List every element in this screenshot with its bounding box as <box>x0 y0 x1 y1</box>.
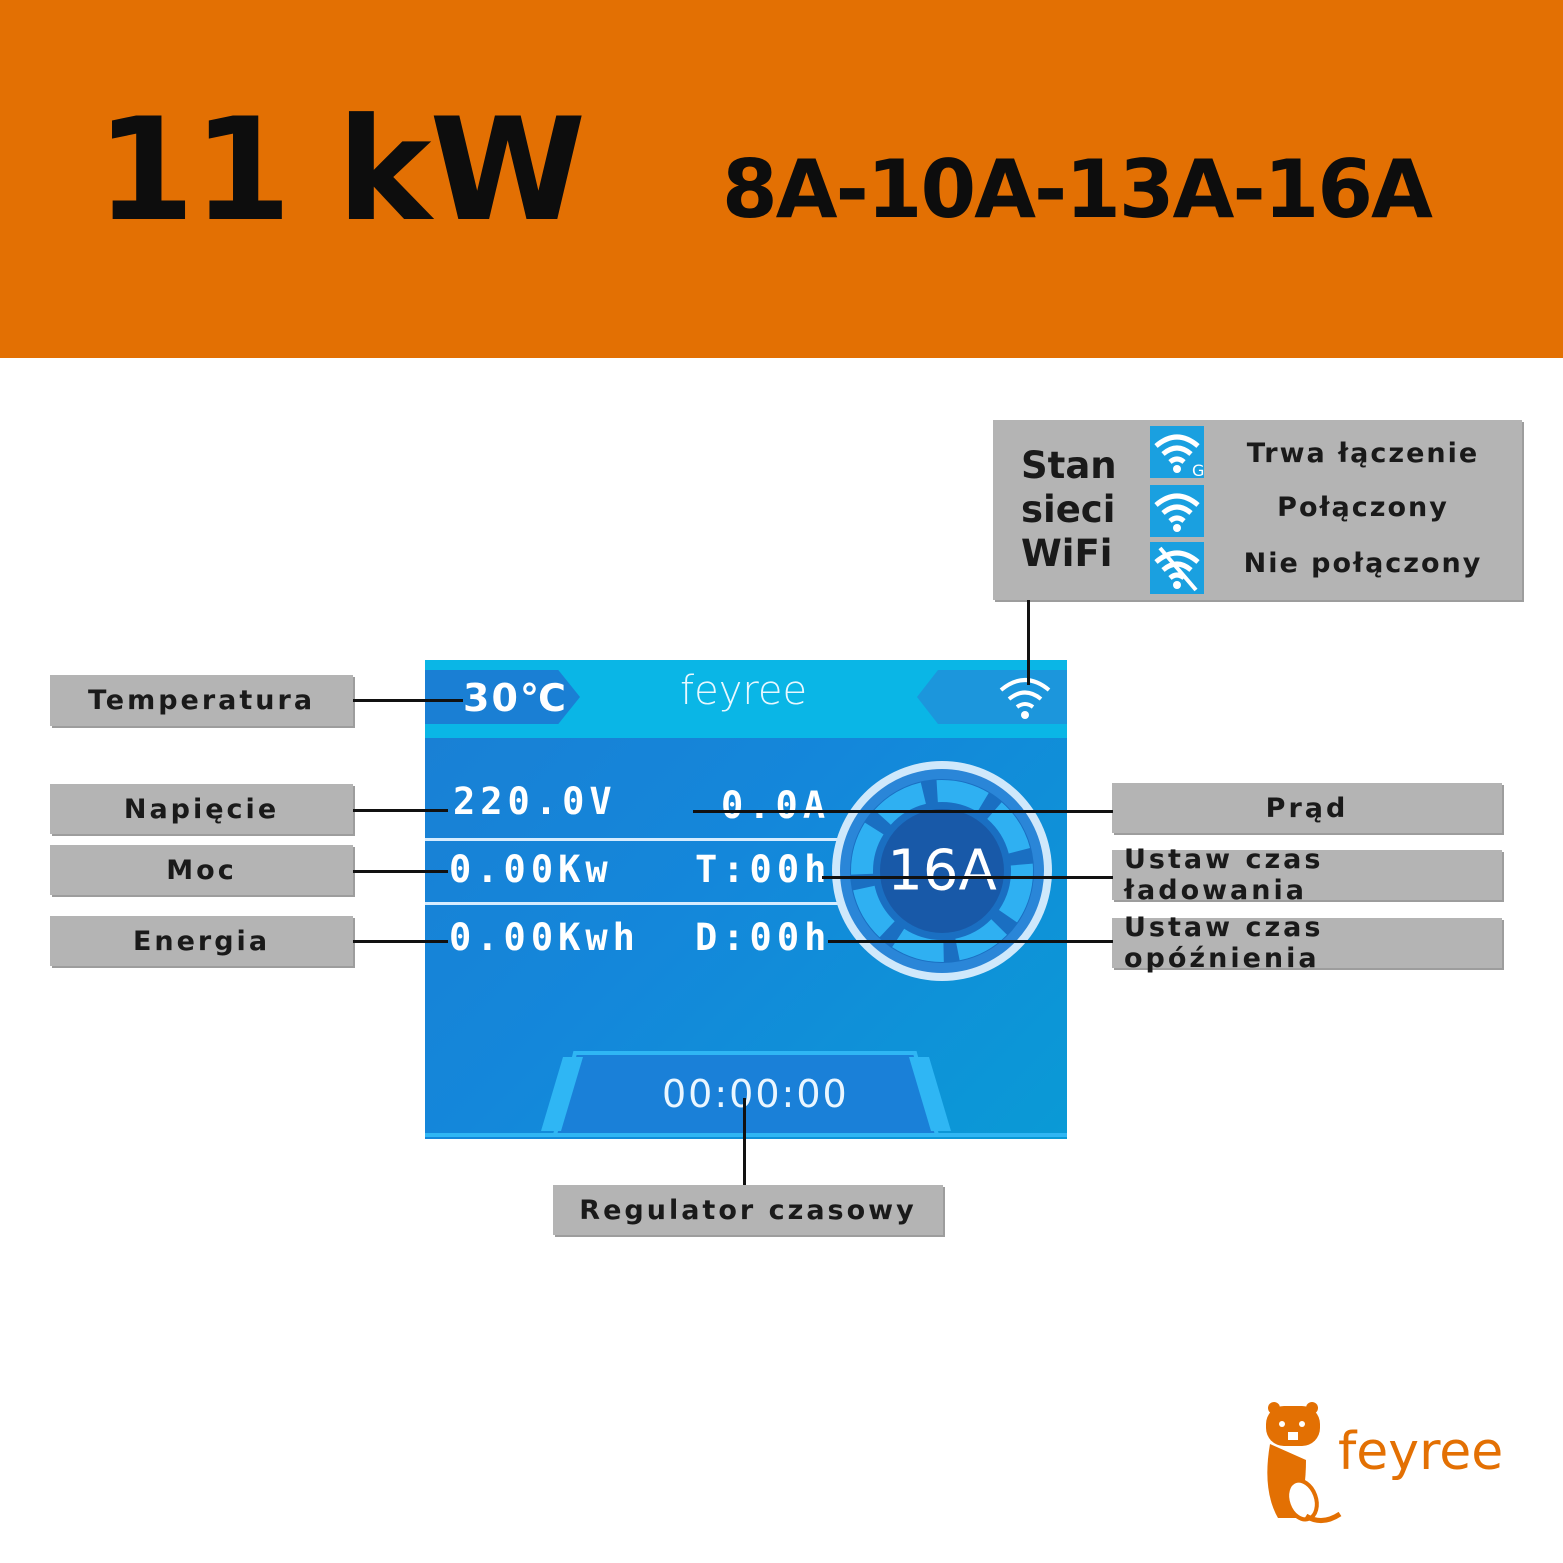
voltage-value: 220.0V <box>453 780 617 823</box>
leader-line <box>822 876 1113 879</box>
svg-text:G: G <box>1192 461 1204 478</box>
leader-line <box>693 810 1113 813</box>
wifi-state-label: Trwa łączenie <box>1246 438 1480 469</box>
beaver-plug-icon <box>1266 1402 1342 1523</box>
wifi-title-line-3: WiFi <box>1021 532 1113 575</box>
brand-logo: feyree <box>1262 1400 1522 1540</box>
leader-line <box>353 940 448 943</box>
temperature-value: 30℃ <box>463 676 568 720</box>
power-rating: 11 kW <box>96 88 586 253</box>
wifi-state-label: Połączony <box>1277 492 1449 523</box>
energy-label: Energia <box>50 916 353 966</box>
charger-display: 30℃ feyree 220.0V 0.0A 0.00Kw T:00h 0.00… <box>425 660 1067 1139</box>
wifi-state-label: Nie połączony <box>1243 548 1483 579</box>
row-separator <box>425 902 845 905</box>
leader-line <box>828 940 1113 943</box>
temperature-label: Temperatura <box>50 675 353 726</box>
row-separator <box>425 838 845 841</box>
timer-label: Regulator czasowy <box>553 1185 943 1235</box>
wifi-title-line-1: Stan <box>1021 444 1117 487</box>
power-label: Moc <box>50 845 353 895</box>
wifi-panel-title: Stan sieci WiFi <box>1021 444 1117 576</box>
wifi-connected-icon <box>1150 485 1204 537</box>
power-value: 0.00Kw <box>449 848 613 891</box>
wifi-icon <box>997 674 1053 724</box>
delay-time-label: Ustaw czas opóźnienia <box>1112 912 1502 974</box>
wifi-title-line-2: sieci <box>1021 488 1116 531</box>
charge-time-value: T:00h <box>695 848 832 891</box>
wifi-status-panel: Stan sieci WiFi G Trwa łączenie Połączon… <box>993 420 1522 600</box>
wifi-tag <box>917 670 1067 724</box>
current-options: 8A-10A-13A-16A <box>722 143 1433 236</box>
leader-line <box>353 870 448 873</box>
header-banner <box>0 0 1563 358</box>
delay-time-value: D:00h <box>695 916 832 959</box>
temperature-tag <box>425 670 580 724</box>
voltage-label: Napięcie <box>50 784 353 834</box>
wifi-connecting-icon: G <box>1150 426 1204 480</box>
current-gauge: 16A <box>827 756 1057 986</box>
display-brand: feyree <box>680 668 808 714</box>
gauge-value: 16A <box>887 838 997 904</box>
leader-line <box>353 809 448 812</box>
timer-value: 00:00:00 <box>662 1072 849 1116</box>
current-label: Prąd <box>1112 783 1502 833</box>
wifi-disconnected-icon <box>1150 542 1204 594</box>
leader-line <box>1027 600 1030 685</box>
leader-line <box>353 699 463 702</box>
charge-time-label: Ustaw czas ładowania <box>1112 844 1502 906</box>
timer-frame <box>425 1051 1067 1137</box>
leader-line <box>743 1098 746 1185</box>
energy-value: 0.00Kwh <box>449 916 640 959</box>
logo-text: feyree <box>1338 1422 1504 1482</box>
current-value: 0.0A <box>721 784 831 827</box>
